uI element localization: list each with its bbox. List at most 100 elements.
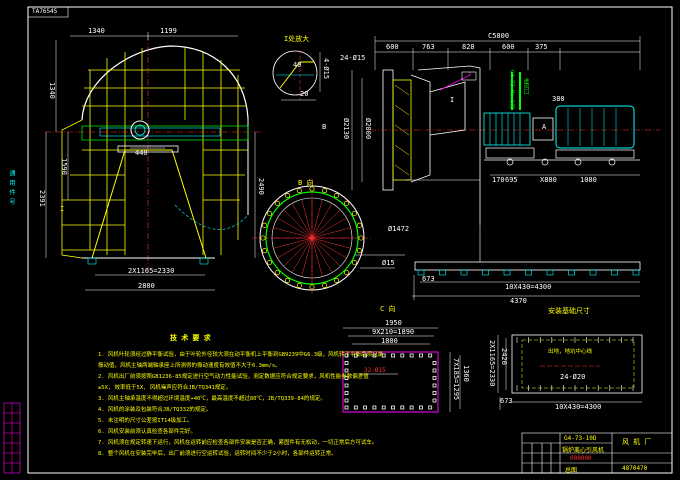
base-pad <box>417 269 425 276</box>
tech-req-title: 技 术 要 求 <box>170 334 211 342</box>
front-dim-right-h: 2490 <box>257 178 265 195</box>
front-dim-base-span: 2X1165=2330 <box>128 267 175 275</box>
c-hole <box>400 405 405 410</box>
c-hole <box>353 405 358 410</box>
view-c <box>342 327 461 413</box>
title-block <box>521 432 673 474</box>
flange-spoke <box>291 203 313 239</box>
base-pad <box>589 269 597 276</box>
bolt-hole <box>356 248 362 254</box>
view-c-dim-side2: 1360 <box>462 365 470 382</box>
flange-spoke <box>311 237 323 277</box>
c-hole <box>363 405 368 410</box>
side-dim-h1: 380 <box>552 95 565 103</box>
base-pad <box>503 269 511 276</box>
front-mark-i: I <box>60 205 65 213</box>
c-hole <box>432 398 437 403</box>
c-hole <box>344 398 349 403</box>
flange-spoke <box>311 227 351 239</box>
bolt-hole <box>309 284 315 290</box>
side-green-note: G4-73 No.10D <box>508 70 515 110</box>
title-sub: 总图 <box>565 467 578 474</box>
detail-i-dim-20: 20 <box>300 90 309 98</box>
tech-req-item: ±5X, 效率低于5X, 风机噪声应符合JB/TQ341规定。 <box>98 385 232 391</box>
flange-spoke <box>301 199 313 239</box>
view-c-dim-top2: 1800 <box>381 337 398 345</box>
side-dim-holes: 24-Ø15 <box>340 54 366 62</box>
base-pad <box>546 269 554 276</box>
c-hole <box>428 353 433 358</box>
front-dim-top-b: 1199 <box>160 27 177 35</box>
side-dim-base-total: 4370 <box>510 297 527 305</box>
base-pad <box>439 269 446 276</box>
margin-part-number-label: 通 用 件 号 <box>8 170 15 205</box>
side-dim-s5: 375 <box>535 43 548 51</box>
base-pad <box>611 269 618 276</box>
flange-spoke <box>311 217 347 239</box>
drawing-tag-box <box>27 6 69 18</box>
detail-i-dim-40: 40 <box>293 61 302 69</box>
bolt-hole <box>333 277 340 283</box>
side-mark-b: B <box>322 123 327 131</box>
tech-req-item: 2. 风机出厂前须按照GB1236-85规定进行空气动力性能试验，测定数据应符合… <box>98 374 369 380</box>
c-hole <box>344 405 349 410</box>
base-pad <box>632 269 640 276</box>
base-pad <box>568 269 575 276</box>
flange-spoke <box>273 227 313 239</box>
foundation-dim-side2: 2420 <box>500 348 508 365</box>
front-dim-top-a: 1340 <box>88 27 105 35</box>
view-c-dim-side: 7X185=1295 <box>452 358 460 401</box>
front-dim-base-total: 2800 <box>138 282 155 290</box>
bolt-hole <box>351 210 357 217</box>
c-hole <box>344 391 349 395</box>
c-hole <box>344 353 349 358</box>
tech-req-item: 5. 未注明的尺寸公差按IT14级加工。 <box>98 418 193 424</box>
c-hole <box>344 383 349 388</box>
c-hole <box>344 376 349 380</box>
flange-spoke <box>311 237 347 259</box>
tech-req-item: 6. 风机安装前须认真检查各部件完好。 <box>98 429 196 435</box>
tech-req-item: 4. 风机的涂装及包装符合JB/TQ332的规定。 <box>98 407 212 413</box>
side-dim-s2: 763 <box>422 43 435 51</box>
view-c-dim-top-total: 1950 <box>385 319 402 327</box>
side-motor-label: 进风口 <box>522 78 529 95</box>
flange-spoke <box>311 199 323 239</box>
c-hole <box>432 368 437 373</box>
detail-i-title: I处放大 <box>284 35 310 43</box>
flange-spoke <box>277 237 313 259</box>
bolt-hole <box>344 200 350 206</box>
title-code2: 000000 <box>570 455 592 462</box>
view-b-dim-1472: Ø1472 <box>388 225 410 233</box>
view-c-title: C 向 <box>380 305 396 313</box>
detail-i <box>272 50 321 101</box>
c-hole <box>391 405 395 410</box>
flange-spoke <box>311 237 341 267</box>
view-c-dim-top: 9X210=1890 <box>372 328 415 336</box>
bolt-hole <box>322 282 328 288</box>
c-hole <box>432 383 437 388</box>
flange-spoke <box>311 209 341 239</box>
c-hole <box>381 353 386 358</box>
flange-spoke <box>283 237 313 267</box>
flange-spoke <box>291 237 313 273</box>
foundation-dim-side: 2X1165=2330 <box>488 340 496 387</box>
base-pad <box>460 269 468 276</box>
view-b-flange <box>252 178 405 298</box>
foundation-holes: 24-Ø20 <box>560 373 586 381</box>
side-dim-g4: 1080 <box>580 176 597 184</box>
bolt-hole <box>358 235 364 241</box>
bolt-hole <box>309 186 315 192</box>
side-dim-total: C5800 <box>488 32 510 40</box>
flange-spoke <box>301 237 313 277</box>
front-view <box>45 32 265 291</box>
flange-spoke <box>311 237 333 273</box>
side-dim-g2: 695 <box>505 176 518 184</box>
bolt-hole <box>322 188 328 194</box>
c-hole <box>432 391 437 395</box>
side-mark-a: A <box>542 123 547 131</box>
bolt-hole <box>274 270 280 276</box>
c-hole <box>418 353 423 358</box>
c-hole <box>391 353 395 358</box>
